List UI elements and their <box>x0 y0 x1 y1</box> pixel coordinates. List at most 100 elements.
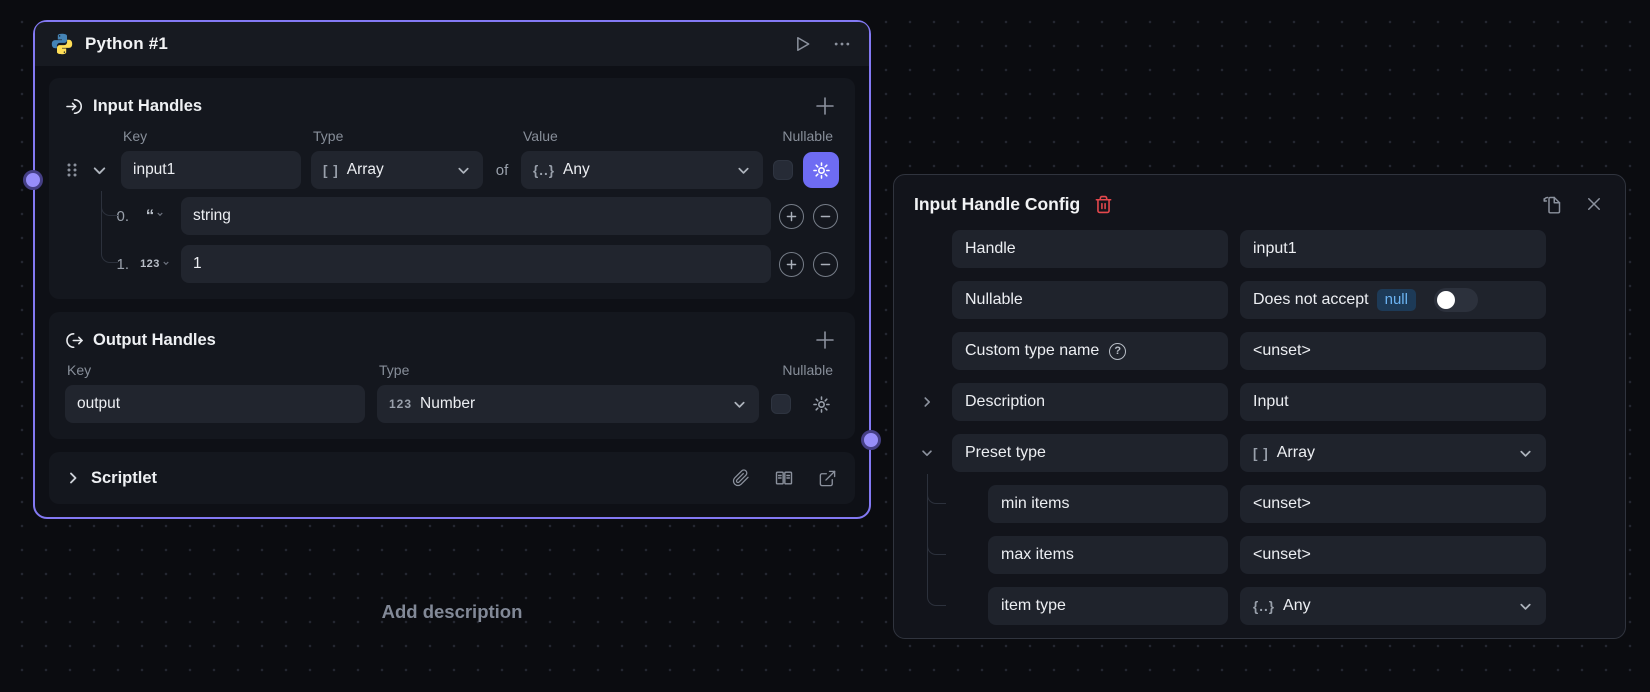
max-items-value-field[interactable]: <unset> <box>1240 536 1546 574</box>
string-type-selector[interactable]: “ <box>137 207 173 224</box>
run-button[interactable] <box>790 32 814 56</box>
tree-connector <box>927 474 946 606</box>
help-icon[interactable]: ? <box>1109 342 1127 360</box>
custom-type-value-field[interactable]: <unset> <box>1240 332 1546 370</box>
row-label: Description <box>952 383 1228 421</box>
output-nullable-checkbox[interactable] <box>771 394 791 414</box>
array-item-row: 0. “ <box>65 197 839 235</box>
config-row-item-type: item type {..} Any <box>914 587 1605 625</box>
row-label: min items <box>988 485 1228 523</box>
array-type-icon: [ ] <box>1253 445 1269 461</box>
array-type-icon: [ ] <box>323 162 339 178</box>
row-label: Preset type <box>952 434 1228 472</box>
chevron-down-icon <box>736 163 751 178</box>
add-description-button[interactable]: Add description <box>381 601 523 622</box>
input-port[interactable] <box>23 170 43 190</box>
output-handles-section: Output Handles Key Type Nullable 123 Num… <box>49 312 855 439</box>
column-value: Value <box>523 128 558 144</box>
more-menu-button[interactable] <box>830 32 854 56</box>
add-input-handle-button[interactable] <box>811 92 839 120</box>
input-handles-section: Input Handles Key Type Value Nullable <box>49 78 855 299</box>
array-item-row: 1. 123 <box>65 245 839 283</box>
input-handle-config-gear-button[interactable] <box>803 152 839 188</box>
row-label: item type <box>988 587 1228 625</box>
copy-config-icon[interactable] <box>1540 192 1565 217</box>
handle-value-field[interactable]: input1 <box>1240 230 1546 268</box>
null-badge: null <box>1376 289 1416 311</box>
drag-handle-icon[interactable] <box>65 162 81 178</box>
item-value-field[interactable] <box>181 197 771 235</box>
input-type-select[interactable]: [ ] Array <box>311 151 483 189</box>
output-port[interactable] <box>861 430 881 450</box>
book-icon[interactable] <box>772 466 796 490</box>
output-handle-config-gear-button[interactable] <box>803 386 839 422</box>
node-title: Python #1 <box>85 34 169 53</box>
collapse-preset-type-chevron[interactable] <box>918 444 936 462</box>
python-node[interactable]: Python #1 Input Handles <box>23 20 881 519</box>
min-items-value-field[interactable]: <unset> <box>1240 485 1546 523</box>
item-index: 0. <box>116 207 129 225</box>
chevron-down-icon <box>1518 599 1533 614</box>
remove-item-button[interactable] <box>813 203 838 229</box>
config-row-description: Description Input <box>914 383 1605 421</box>
nullable-toggle[interactable] <box>1433 288 1478 312</box>
chevron-down-icon <box>732 397 747 412</box>
any-type-icon: {..} <box>533 162 556 178</box>
config-row-preset-type: Preset type [ ] Array <box>914 434 1605 472</box>
config-row-handle: Handle input1 <box>914 230 1605 268</box>
collapse-row-chevron[interactable] <box>91 162 111 179</box>
chevron-right-icon[interactable] <box>65 470 81 486</box>
paperclip-icon[interactable] <box>730 467 752 489</box>
panel-title: Input Handle Config <box>914 193 1081 214</box>
add-item-button[interactable] <box>779 251 804 277</box>
config-row-max-items: max items <unset> <box>914 536 1605 574</box>
toggle-knob <box>1436 291 1455 309</box>
preset-type-select[interactable]: [ ] Array <box>1240 434 1546 472</box>
tree-connector <box>101 191 118 263</box>
config-row-min-items: min items <unset> <box>914 485 1605 523</box>
item-type-select[interactable]: {..} Any <box>1240 587 1546 625</box>
column-key: Key <box>67 362 92 378</box>
column-nullable: Nullable <box>782 128 833 144</box>
arrow-out-of-circle-icon <box>65 331 84 350</box>
chevron-down-icon <box>1518 446 1533 461</box>
output-handles-title: Output Handles <box>93 330 216 349</box>
input-handles-title: Input Handles <box>93 96 203 115</box>
delete-handle-trash-icon[interactable] <box>1092 193 1115 216</box>
add-output-handle-button[interactable] <box>811 326 839 354</box>
row-label: Handle <box>952 230 1228 268</box>
scriptlet-title: Scriptlet <box>91 468 158 487</box>
column-type: Type <box>313 128 344 144</box>
scriptlet-section[interactable]: Scriptlet <box>49 452 855 504</box>
row-label: max items <box>988 536 1228 574</box>
remove-item-button[interactable] <box>813 251 838 277</box>
output-key-field[interactable] <box>65 385 365 423</box>
row-label: Custom type name <box>965 342 1100 359</box>
input-item-type-select[interactable]: {..} Any <box>521 151 763 189</box>
close-icon[interactable] <box>1583 193 1605 215</box>
row-label: Nullable <box>952 281 1228 319</box>
description-value-field[interactable]: Input <box>1240 383 1546 421</box>
any-type-icon: {..} <box>1253 598 1276 614</box>
expand-description-chevron[interactable] <box>918 393 936 411</box>
nullable-status-text: Does not accept <box>1253 291 1369 308</box>
config-row-custom-type: Custom type name ? <unset> <box>914 332 1605 370</box>
item-value-field[interactable] <box>181 245 771 283</box>
input-key-field[interactable] <box>121 151 301 189</box>
column-type: Type <box>379 362 410 378</box>
input-nullable-checkbox[interactable] <box>773 160 793 180</box>
column-nullable: Nullable <box>782 362 833 378</box>
number-type-selector[interactable]: 123 <box>137 258 173 271</box>
chevron-down-icon <box>456 163 471 178</box>
of-label: of <box>495 161 509 179</box>
python-logo-icon <box>50 32 74 56</box>
item-index: 1. <box>116 255 129 273</box>
number-type-icon: 123 <box>389 397 413 411</box>
input-handle-config-panel: Input Handle Config Handle input1 Nullab… <box>893 174 1626 639</box>
external-link-icon[interactable] <box>816 467 839 490</box>
arrow-into-circle-icon <box>65 97 84 116</box>
config-row-nullable: Nullable Does not accept null <box>914 281 1605 319</box>
node-header[interactable]: Python #1 <box>35 22 869 66</box>
output-type-select[interactable]: 123 Number <box>377 385 759 423</box>
add-item-button[interactable] <box>779 203 804 229</box>
